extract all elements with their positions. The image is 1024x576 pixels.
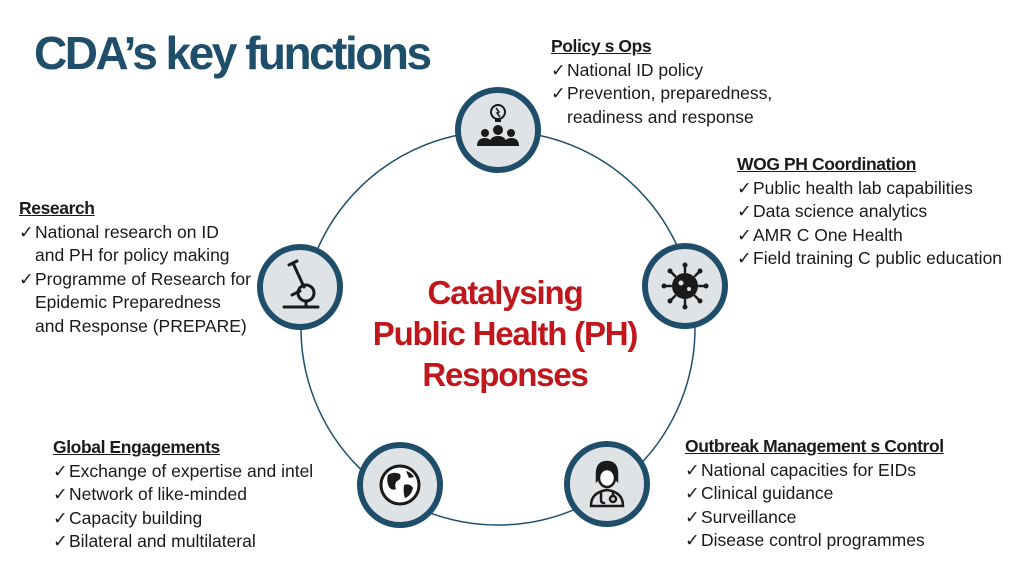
list-item: ✓Field training C public education: [737, 247, 1002, 271]
check-icon: ✓: [685, 483, 700, 503]
list-item-continued: Epidemic Preparedness: [35, 292, 221, 312]
globe-icon: [379, 464, 421, 506]
list-item: ✓Public health lab capabilities: [737, 177, 1002, 201]
list-item: ✓Clinical guidance: [685, 482, 944, 506]
team-idea-icon: [477, 104, 519, 146]
check-icon: ✓: [53, 484, 68, 504]
doctor-icon: [589, 460, 625, 508]
check-icon: ✓: [551, 83, 566, 103]
list-item: ✓Surveillance: [685, 506, 944, 530]
check-icon: ✓: [551, 59, 566, 80]
list-item-continued: and Response (PREPARE): [35, 315, 247, 336]
wog-heading: WOG PH Coordination: [737, 154, 917, 174]
page-title: CDA’s key functions: [34, 27, 432, 79]
check-icon: ✓: [53, 507, 68, 528]
wog-coordination-block: WOG PH Coordination ✓Public health lab c…: [737, 153, 1002, 271]
node-global-engagements: [356, 441, 444, 529]
check-icon: ✓: [685, 459, 700, 480]
center-line-1: Catalysing: [427, 274, 584, 311]
list-item: ✓Exchange of expertise and intel: [53, 460, 313, 484]
center-line-2: Public Health (PH): [372, 315, 639, 352]
node-wog-coordination: [641, 242, 729, 330]
node-research: [256, 243, 344, 331]
list-item: ✓Capacity building: [53, 507, 313, 531]
virus-icon: [661, 262, 709, 310]
policy-ops-heading: Policy s Ops: [551, 36, 652, 56]
global-heading: Global Engagements: [53, 437, 220, 457]
list-item: ✓Data science analytics: [737, 200, 1002, 224]
list-item: ✓National capacities for EIDs: [685, 459, 944, 483]
node-outbreak-management: [563, 440, 651, 528]
check-icon: ✓: [19, 268, 34, 289]
check-icon: ✓: [737, 248, 752, 268]
list-item-continued: and PH for policy making: [35, 245, 230, 265]
check-icon: ✓: [53, 531, 68, 551]
list-item-continued: readiness and response: [567, 106, 754, 127]
list-item: ✓National ID policy: [551, 59, 772, 83]
microscope-icon: [282, 259, 320, 309]
list-item: ✓Prevention, preparedness,: [551, 82, 772, 106]
check-icon: ✓: [737, 224, 752, 245]
center-line-3: Responses: [422, 356, 588, 393]
list-item: ✓AMR C One Health: [737, 224, 1002, 248]
node-policy-ops: [454, 86, 542, 174]
global-engagements-block: Global Engagements ✓Exchange of expertis…: [53, 436, 313, 554]
outbreak-management-block: Outbreak Management s Control ✓National …: [685, 435, 944, 553]
list-item: ✓Bilateral and multilateral: [53, 530, 313, 554]
list-item: ✓Network of like-minded: [53, 483, 313, 507]
check-icon: ✓: [685, 530, 700, 550]
list-item: ✓Disease control programmes: [685, 529, 944, 553]
outbreak-heading: Outbreak Management s Control: [685, 436, 944, 456]
research-block: Research ✓National research on ID and PH…: [19, 197, 251, 338]
policy-ops-block: Policy s Ops ✓National ID policy ✓Preven…: [551, 35, 772, 129]
center-statement: Catalysing Public Health (PH) Responses: [330, 272, 680, 395]
research-heading: Research: [19, 198, 95, 218]
check-icon: ✓: [737, 177, 752, 198]
check-icon: ✓: [685, 506, 700, 527]
check-icon: ✓: [19, 221, 34, 242]
check-icon: ✓: [53, 460, 68, 481]
check-icon: ✓: [737, 201, 752, 221]
list-item: ✓National research on ID: [19, 221, 251, 245]
list-item: ✓Programme of Research for: [19, 268, 251, 292]
